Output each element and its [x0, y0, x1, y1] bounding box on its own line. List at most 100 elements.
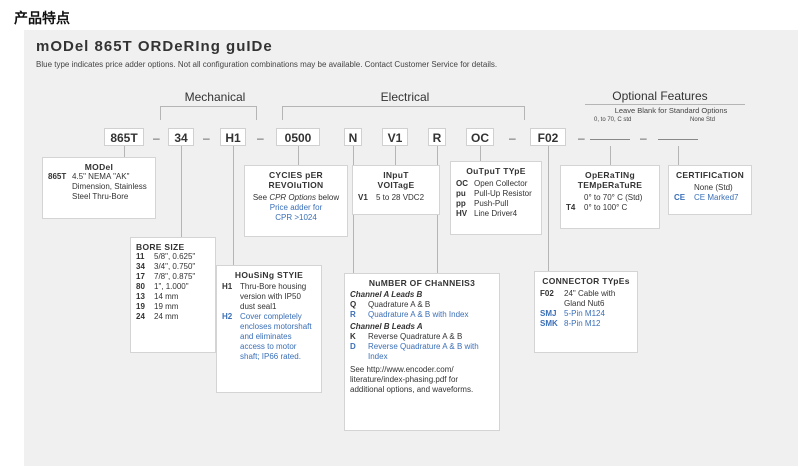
output-type-title: OuTpuT TYpE — [466, 166, 526, 176]
housing-h2-line: Cover completely — [240, 312, 302, 321]
cycles-price-adder: CPR >1024 — [275, 213, 317, 222]
guide-subtitle: Blue type indicates price adder options.… — [36, 60, 498, 69]
operating-temp-std: 0° to 70° C (Std) — [584, 193, 643, 202]
model-key: 865T — [48, 172, 67, 181]
model-desc-line: 4.5" NEMA "AK" — [72, 172, 130, 181]
output-value: Push-Pull — [474, 199, 509, 208]
connector-key: SMJ — [540, 309, 557, 318]
connector-value: Gland Nut6 — [564, 299, 605, 308]
optional-sub-operating: 0, to 70, C std — [594, 117, 632, 123]
certification-title: CERTIFICaTION — [675, 170, 745, 180]
code-index: R — [428, 128, 446, 146]
channel-key: Q — [350, 300, 357, 309]
code-channels: N — [344, 128, 362, 146]
code-separator: – — [257, 131, 264, 145]
optional-sub-cert: None Std — [690, 117, 716, 123]
input-value: 5 to 28 VDC2 — [376, 193, 425, 202]
housing-h1-line: dust seal1 — [240, 302, 277, 311]
model-box-title: MODeI — [84, 162, 114, 172]
connector-value: 5-Pin M124 — [564, 309, 605, 318]
housing-style-title: HOuSiNg STYIE — [234, 270, 304, 280]
housing-h2-line: and eliminates — [240, 332, 292, 341]
channels-see-note: additional options, and waveforms. — [350, 385, 474, 394]
connector-key: F02 — [540, 289, 554, 298]
housing-h2-key: H2 — [222, 312, 233, 321]
connector-value: 24" Cable with — [564, 289, 616, 298]
code-blank-cert — [658, 139, 698, 140]
code-separator: – — [509, 131, 516, 145]
leader-line — [548, 146, 549, 272]
housing-h2-line: shaft; IP66 rated. — [240, 352, 301, 361]
channel-value: Reverse Quadrature A & B with — [368, 342, 479, 351]
housing-h1-line: Thru-Bore housing — [240, 282, 307, 291]
cycles-title: REVOIuTION — [268, 180, 324, 190]
leader-line — [395, 146, 396, 166]
output-key: OC — [456, 179, 468, 188]
housing-h1-key: H1 — [222, 282, 233, 291]
group-mechanical-bracket — [160, 106, 256, 107]
cycles-title: CYCIES pER — [268, 170, 323, 180]
group-optional-label: Optional Features — [612, 89, 708, 103]
bracket-tick — [256, 106, 257, 120]
housing-h2-line: access to motor — [240, 342, 297, 351]
output-key: HV — [456, 209, 468, 218]
leader-line — [233, 146, 234, 266]
code-connector: F02 — [530, 128, 566, 146]
channel-value: Quadrature A & B — [368, 300, 431, 309]
bore-size-title: BORE SIZE — [136, 242, 185, 252]
code-separator: – — [578, 131, 585, 145]
code-model: 865T — [104, 128, 144, 146]
page-heading: 产品特点 — [14, 11, 70, 27]
housing-h1-line: version with IP50 — [240, 292, 301, 301]
channel-a-heading: Channel A Leads B — [350, 290, 423, 299]
group-electrical-bracket — [282, 106, 524, 107]
leader-line — [298, 146, 299, 166]
channel-b-heading: Channel B Leads A — [350, 322, 423, 331]
code-separator: – — [203, 131, 210, 145]
bracket-tick — [282, 106, 283, 120]
operating-temp-title: OpERaTINg — [585, 170, 635, 180]
leader-line — [678, 146, 679, 166]
channel-value: Quadrature A & B with Index — [368, 310, 469, 319]
channels-see-note: See http://www.encoder.com/ — [350, 365, 454, 374]
code-output: OC — [466, 128, 494, 146]
operating-temp-key: T4 — [566, 203, 576, 212]
group-electrical-label: Electrical — [380, 90, 430, 104]
model-box: MODeI 865T 4.5" NEMA "AK" Dimension, Stai… — [42, 157, 156, 219]
channels-title: NuMBER OF CHaNNEIS3 — [368, 278, 476, 288]
connector-key: SMK — [540, 319, 558, 328]
code-housing: H1 — [220, 128, 246, 146]
input-key: V1 — [358, 193, 368, 202]
certification-none: None (Std) — [694, 183, 733, 192]
bracket-tick — [524, 106, 525, 120]
code-separator: – — [640, 131, 647, 145]
number-of-channels-box: NuMBER OF CHaNNEIS3 Channel A Leads B Q Q… — [344, 273, 500, 431]
code-cycles: 0500 — [276, 128, 320, 146]
model-desc-line: Steel Thru-Bore — [72, 192, 129, 201]
connector-value: 8-Pin M12 — [564, 319, 601, 328]
operating-temp-value: 0° to 100° C — [584, 203, 628, 212]
output-value: Pull-Up Resistor — [474, 189, 532, 198]
guide-title: mODel 865T ORDeRIng guIDe — [36, 38, 273, 55]
group-mechanical-label: Mechanical — [184, 90, 246, 104]
channels-see-note: literature/index-phasing.pdf for — [350, 375, 459, 384]
code-blank-operating — [590, 139, 630, 140]
cycles-see-end: below — [318, 193, 340, 202]
model-desc-line: Dimension, Stainless — [72, 182, 147, 191]
leader-line — [124, 146, 125, 158]
housing-h2-line: encloses motorshaft — [240, 322, 312, 331]
operating-temp-title: TEMpERaTuRE — [577, 180, 643, 190]
input-voltage-title: INpuT — [383, 170, 409, 180]
channel-key: K — [350, 332, 356, 341]
code-bore: 34 — [168, 128, 194, 146]
channel-key: D — [350, 342, 356, 351]
